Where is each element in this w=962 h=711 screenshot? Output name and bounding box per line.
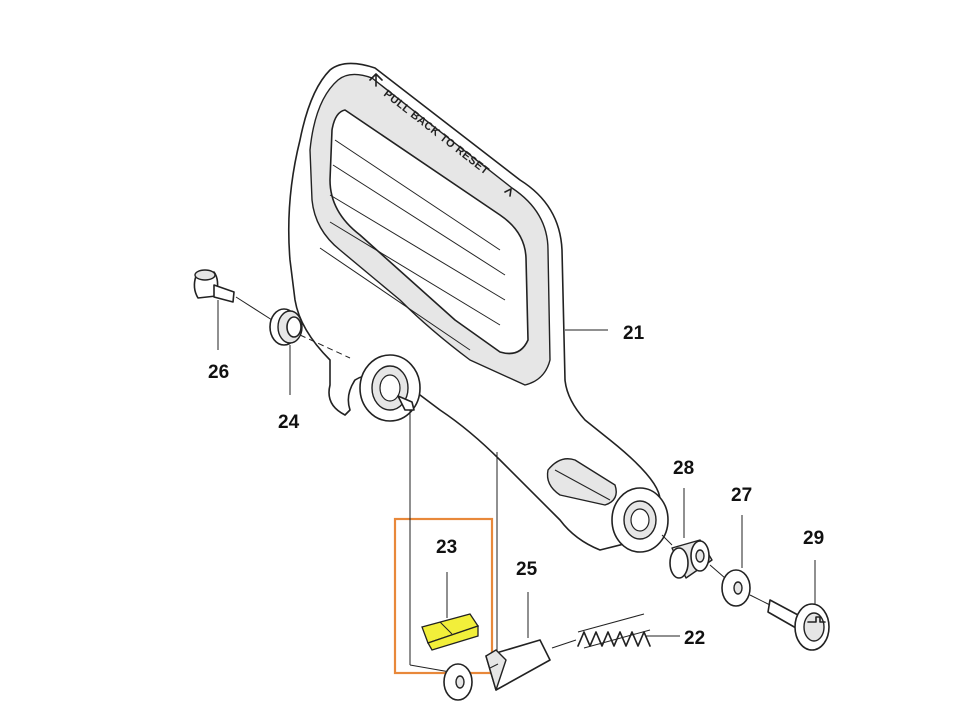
label-22: 22 — [684, 628, 705, 649]
axis-line-right-2 — [709, 564, 726, 579]
bottom-washer[interactable] — [443, 663, 473, 701]
part-29-screw[interactable] — [767, 599, 830, 651]
label-21: 21 — [623, 323, 645, 344]
part-21-brake-handle[interactable]: PULL BACK TO RESET — [287, 62, 669, 553]
highlight-box-23 — [393, 517, 494, 675]
label-25: 25 — [516, 559, 538, 580]
label-28: 28 — [673, 458, 694, 479]
axis-line-22 — [551, 639, 577, 649]
label-27: 27 — [731, 485, 752, 506]
label-29: 29 — [803, 528, 824, 549]
part-22-spring[interactable] — [577, 613, 651, 649]
axis-line-26 — [235, 296, 273, 321]
axis-line-right-1 — [661, 534, 673, 546]
part-23-spring-holder[interactable] — [421, 613, 480, 651]
axis-line-23b — [409, 664, 451, 673]
axis-line-right-3 — [749, 594, 771, 606]
part-26-bolt[interactable] — [193, 269, 235, 303]
part-24-bushing[interactable] — [269, 308, 303, 346]
part-27-washer[interactable] — [721, 569, 751, 607]
axis-line-24 — [299, 334, 351, 359]
label-26: 26 — [208, 362, 229, 383]
part-25-block[interactable] — [485, 639, 551, 691]
label-24: 24 — [278, 412, 300, 433]
label-23: 23 — [436, 537, 457, 558]
part-28-sleeve[interactable] — [669, 539, 713, 579]
